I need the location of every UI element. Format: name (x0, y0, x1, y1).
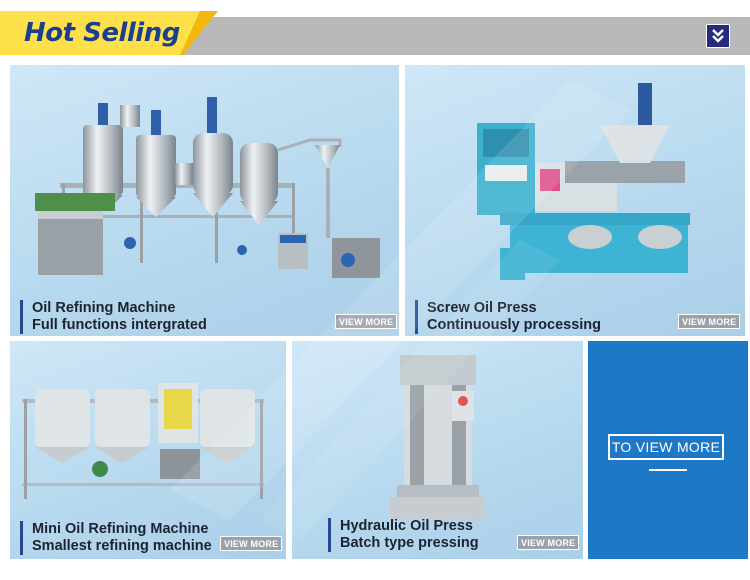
product-subtitle: Continuously processing (427, 317, 602, 333)
section-title: Hot Selling (24, 18, 180, 48)
product-card-hydraulic-press[interactable]: Hydraulic Oil Press Batch type pressing … (292, 341, 583, 559)
product-card-mini-refining[interactable]: Mini Oil Refining Machine Smallest refin… (10, 341, 286, 559)
oil-refining-machine-image (35, 97, 380, 278)
product-caption: Mini Oil Refining Machine Smallest refin… (20, 521, 212, 555)
view-more-button[interactable]: VIEW MORE (220, 536, 283, 551)
double-chevron-down-icon[interactable] (706, 24, 730, 48)
view-more-button[interactable]: VIEW MORE (678, 314, 741, 329)
product-name: Oil Refining Machine (32, 300, 176, 316)
title-banner-highlight (0, 11, 200, 55)
product-card-screw-press[interactable]: Screw Oil Press Continuously processing … (405, 65, 745, 336)
product-name: Hydraulic Oil Press (340, 518, 473, 534)
product-caption: Screw Oil Press Continuously processing (415, 300, 601, 334)
to-view-more-button[interactable]: TO VIEW MORE (608, 434, 724, 460)
product-name: Mini Oil Refining Machine (32, 521, 209, 537)
product-subtitle: Batch type pressing (340, 535, 479, 551)
product-name: Screw Oil Press (427, 300, 537, 316)
product-subtitle: Full functions intergrated (32, 317, 207, 333)
underline-divider (649, 469, 687, 471)
view-more-button[interactable]: VIEW MORE (335, 314, 398, 329)
product-caption: Oil Refining Machine Full functions inte… (20, 300, 207, 334)
promo-card[interactable]: TO VIEW MORE (588, 341, 748, 559)
view-more-button[interactable]: VIEW MORE (517, 535, 580, 550)
product-card-oil-refining[interactable]: Oil Refining Machine Full functions inte… (10, 65, 399, 336)
screw-oil-press-image (477, 83, 690, 280)
hydraulic-oil-press-image (390, 355, 486, 519)
product-subtitle: Smallest refining machine (32, 538, 212, 554)
mini-oil-refining-machine-image (22, 383, 264, 499)
product-caption: Hydraulic Oil Press Batch type pressing (328, 518, 479, 552)
